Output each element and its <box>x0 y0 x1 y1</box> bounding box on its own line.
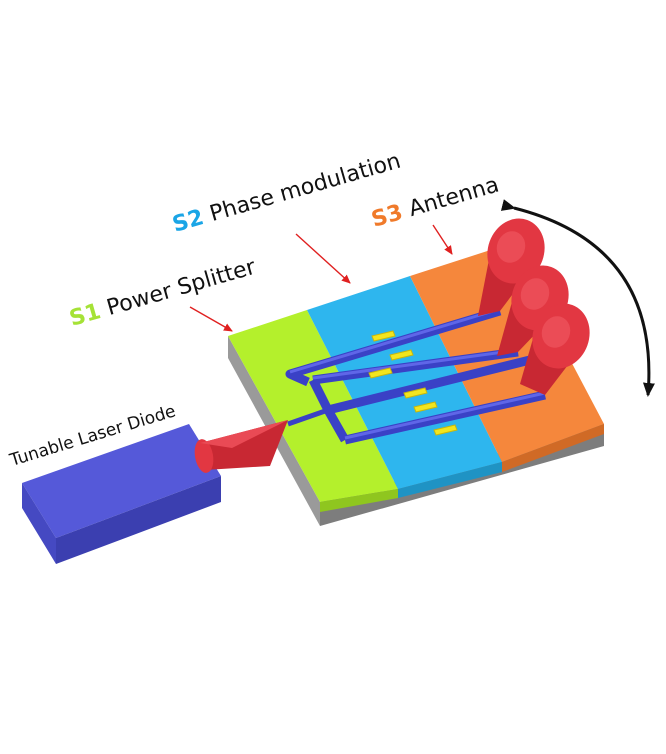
section-front-edges <box>320 424 604 512</box>
section-pointers <box>189 224 453 332</box>
splitter-trunk <box>308 377 349 443</box>
waveguide-branch-2 <box>312 347 519 385</box>
red-arrow-icon <box>295 233 351 284</box>
label-s3-tag: S3 <box>369 198 413 233</box>
laser-top-face <box>22 424 221 538</box>
waveguide-branch-1 <box>285 306 502 387</box>
waveguide-highlights <box>289 307 546 440</box>
laser-input-beam <box>194 420 288 473</box>
red-arrow-icon <box>432 224 453 255</box>
heater-2 <box>389 349 414 361</box>
curved-double-arrow-icon <box>500 199 655 397</box>
heater-4 <box>403 387 428 399</box>
input-waveguide <box>287 407 329 427</box>
waveguide-branch-3 <box>326 355 532 415</box>
section-s1-power-splitter <box>228 310 398 502</box>
label-s3-text: Antenna <box>406 173 502 223</box>
waveguide-branch-4 <box>344 390 546 445</box>
red-arrow-icon <box>189 306 233 332</box>
section-s2-phase-modulation <box>307 276 502 489</box>
heater-6 <box>433 424 458 436</box>
label-s1-tag: S1 <box>67 297 111 332</box>
label-s3: S3 Antenna <box>369 173 502 233</box>
heater-1 <box>371 330 396 342</box>
heater-5 <box>413 401 438 413</box>
label-s1: S1 Power Splitter <box>67 254 260 331</box>
laser-side-face <box>22 483 56 564</box>
heater-3 <box>368 367 393 379</box>
label-s2-tag: S2 <box>170 203 214 238</box>
label-s1-text: Power Splitter <box>104 254 259 321</box>
laser-front-face <box>56 476 221 564</box>
label-s2: S2 Phase modulation <box>170 149 404 238</box>
tunable-laser-diode <box>22 424 221 564</box>
waveguide-network <box>285 306 546 445</box>
phase-heaters <box>368 330 458 436</box>
